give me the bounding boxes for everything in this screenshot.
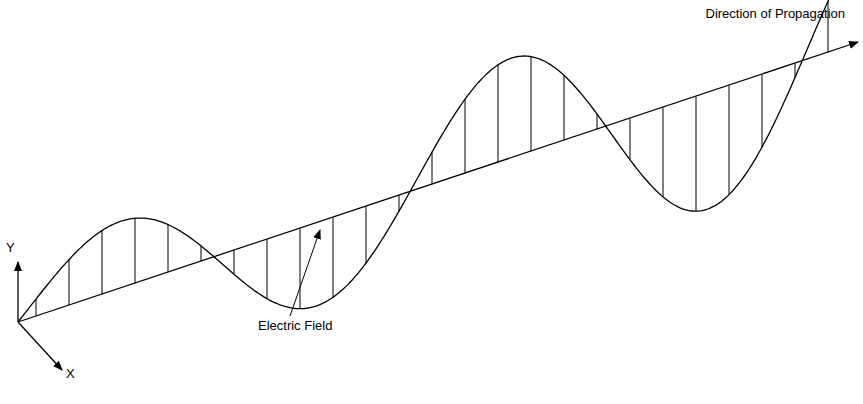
field-vector: [696, 97, 697, 212]
field-vector: [201, 246, 202, 261]
field-vector: [168, 225, 169, 273]
field-vector: [300, 228, 301, 309]
field-vector: [597, 114, 598, 130]
axis-label: Y: [6, 240, 15, 256]
field-vector: [663, 108, 664, 197]
field-vector: [135, 218, 136, 283]
leader-line: [290, 230, 320, 316]
field-vector: [729, 86, 730, 195]
field-vector: [762, 75, 763, 148]
field-vector: [498, 65, 499, 163]
axis-label: X: [66, 366, 75, 382]
field-vector: [333, 217, 334, 297]
field-vector: [531, 57, 532, 152]
field-vector: [234, 250, 235, 274]
field-vector: [366, 206, 367, 263]
field-vector: [69, 260, 70, 305]
propagation-axis: [18, 42, 858, 322]
electric-field-wave: [18, 0, 856, 322]
field-vector: [102, 231, 103, 295]
y-axis: [17, 262, 18, 322]
field-vector: [399, 195, 400, 211]
axis-label: Direction of Propagation: [706, 6, 845, 22]
field-vector: [465, 99, 466, 173]
field-vector: [564, 75, 565, 140]
field-vectors: [36, 1, 828, 316]
field-vector: [432, 152, 433, 184]
callout-label: Electric Field: [258, 318, 332, 334]
x-axis: [18, 322, 62, 370]
field-vector: [630, 119, 631, 160]
field-vector: [267, 239, 268, 298]
field-vector: [36, 299, 37, 316]
